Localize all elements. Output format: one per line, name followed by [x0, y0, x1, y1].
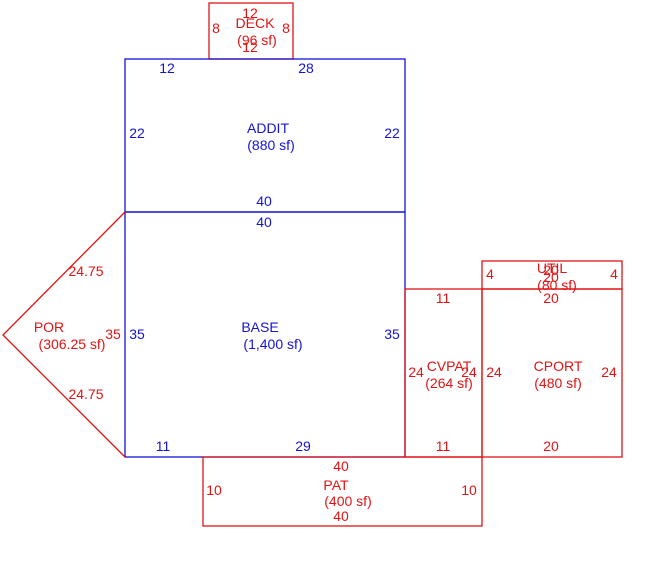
- pat-size: (400 sf): [324, 493, 371, 509]
- addit-dim-bottom: 40: [256, 193, 272, 209]
- cport-area: 20 CPORT (480 sf) 24 24 20: [481, 288, 623, 458]
- pat-area: 40 PAT 10 10 (400 sf) 40: [202, 456, 483, 527]
- util-label: UTIL: [537, 260, 568, 276]
- deck-dim-right: 8: [282, 20, 290, 36]
- por-outline: [2, 211, 126, 458]
- base-dim-bottom-right: 29: [295, 438, 311, 454]
- cport-dim-top: 20: [543, 290, 559, 306]
- util-size: (80 sf): [537, 277, 577, 293]
- deck-dim-left: 8: [212, 20, 220, 36]
- util-dim-bottom: 20: [543, 269, 559, 285]
- util-outline: [481, 260, 623, 290]
- base-label: BASE: [241, 319, 278, 335]
- por-dim-side: 35: [105, 326, 121, 342]
- cvpat-dim-top: 11: [436, 290, 451, 306]
- base-area: 40 BASE (1,400 sf) 35 35 11 29: [124, 211, 406, 458]
- base-dim-bottom-left: 11: [156, 438, 171, 454]
- util-dim-right: 4: [610, 266, 618, 282]
- deck-dim-bottom: 12: [242, 39, 258, 55]
- addit-size: (880 sf): [247, 137, 294, 153]
- cvpat-dim-left: 24: [408, 364, 424, 380]
- addit-dim-top-left: 12: [159, 60, 175, 76]
- util-area: 4 20 UTIL (80 sf) 20 4: [481, 260, 623, 293]
- pat-dim-right: 10: [461, 482, 477, 498]
- pat-label: PAT: [323, 477, 349, 493]
- base-dim-top: 40: [256, 214, 272, 230]
- deck-size: (96 sf): [237, 32, 277, 48]
- cport-label: CPORT: [534, 358, 583, 374]
- addit-dim-right: 22: [384, 125, 400, 141]
- deck-area: 12 DECK 8 8 (96 sf) 12: [208, 2, 294, 60]
- addit-area: 12 28 ADDIT (880 sf) 22 22 40: [124, 58, 406, 213]
- util-dim-top: 20: [543, 262, 559, 278]
- por-size: (306.25 sf): [39, 336, 106, 352]
- util-dim-left: 4: [486, 266, 494, 282]
- base-dim-left: 35: [129, 326, 145, 342]
- pat-outline: [202, 456, 483, 527]
- por-dim-lower: 24.75: [68, 386, 103, 402]
- cvpat-area: 11 CVPAT (264 sf) 24 24 11: [404, 288, 483, 458]
- por-dim-upper: 24.75: [68, 263, 103, 279]
- addit-dim-left: 22: [129, 125, 145, 141]
- cvpat-dim-right: 24: [461, 364, 477, 380]
- cvpat-label: CVPAT: [427, 358, 472, 374]
- deck-dim-top: 12: [242, 5, 258, 21]
- pat-dim-bottom: 40: [333, 508, 349, 524]
- deck-label: DECK: [236, 15, 276, 31]
- addit-dim-top-right: 28: [298, 60, 314, 76]
- cvpat-dim-bottom: 11: [436, 438, 451, 454]
- pat-dim-left: 10: [206, 482, 222, 498]
- base-dim-right: 35: [384, 326, 400, 342]
- pat-dim-top: 40: [333, 458, 349, 474]
- cvpat-size: (264 sf): [425, 375, 472, 391]
- base-size: (1,400 sf): [243, 336, 302, 352]
- cport-dim-left: 24: [486, 364, 502, 380]
- cport-dim-right: 24: [601, 364, 617, 380]
- cport-size: (480 sf): [534, 375, 581, 391]
- cport-dim-bottom: 20: [543, 438, 559, 454]
- por-area: 24.75 POR (306.25 sf) 35 24.75: [2, 211, 126, 458]
- addit-label: ADDIT: [247, 120, 289, 136]
- por-label: POR: [34, 319, 64, 335]
